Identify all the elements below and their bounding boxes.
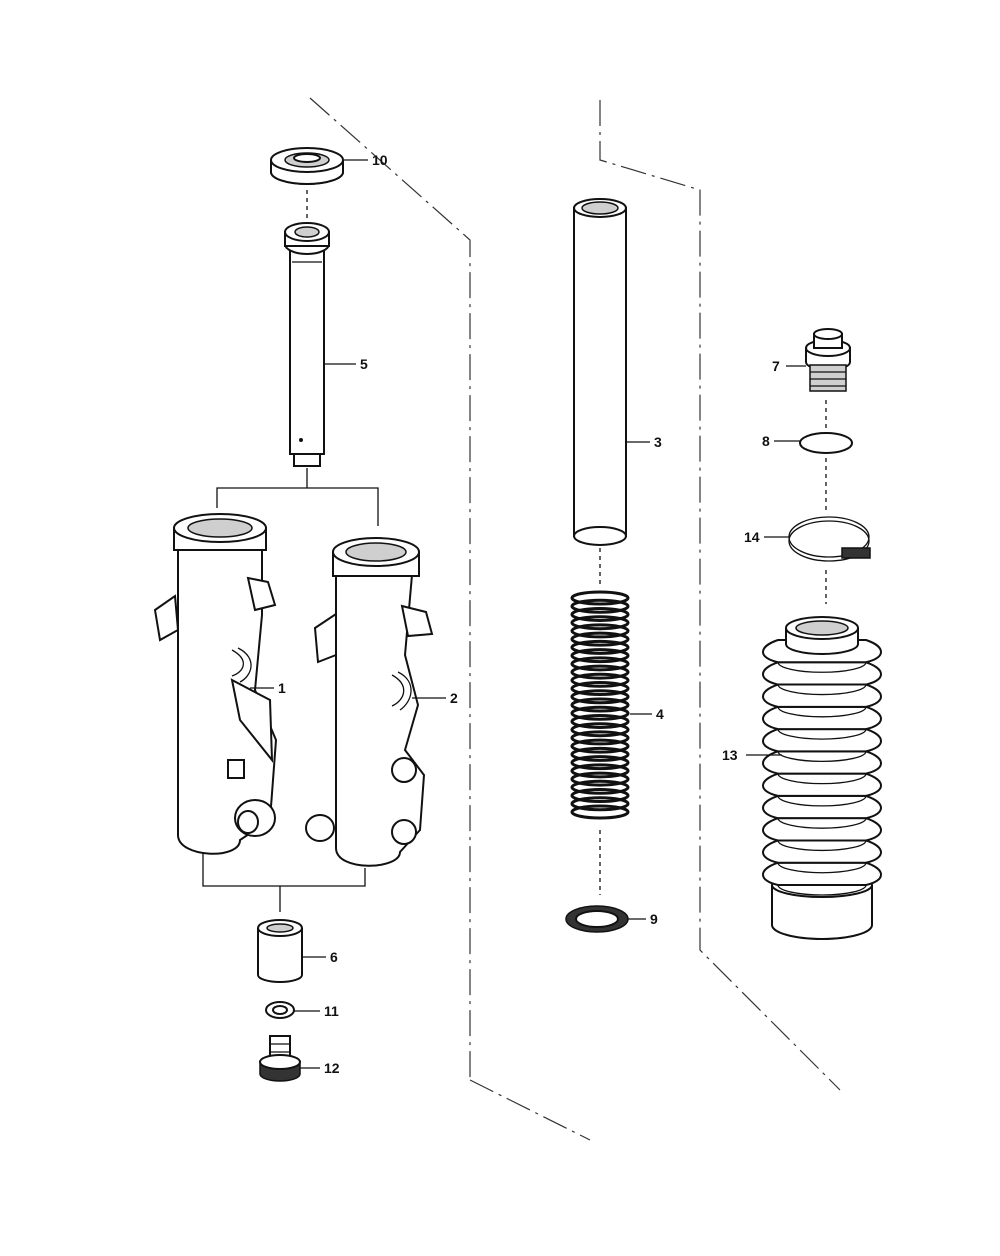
boot-pleat	[762, 750, 882, 775]
spring-coil	[570, 648, 630, 664]
boot-pleat	[762, 772, 882, 797]
part-4-fork-spring	[570, 590, 630, 820]
top-connector-bracket	[216, 468, 379, 526]
boot-pleat-edge	[777, 773, 867, 785]
spring-coil	[570, 681, 630, 697]
assembly-plane-middle	[469, 100, 841, 1141]
spring-coil	[570, 689, 630, 705]
spring-coil	[570, 763, 630, 779]
spring-coil	[570, 639, 630, 655]
callout-12: 12	[324, 1060, 340, 1076]
callout-labels: 10 5 3 7 8 14 1 2 4 13 9 6 11 12	[278, 152, 780, 1076]
part-2-right-fork-slider	[305, 537, 434, 867]
boot-pleat-edge	[777, 818, 867, 829]
boot-pleat-edge	[777, 706, 867, 718]
spring-coil	[570, 796, 630, 812]
spring-coil	[570, 804, 630, 820]
callout-6: 6	[330, 949, 338, 965]
part-6-bushing	[257, 919, 303, 983]
boot-pleat	[762, 683, 882, 708]
callout-1: 1	[278, 680, 286, 696]
callout-3: 3	[654, 434, 662, 450]
spring-coil	[570, 615, 630, 631]
spring-coil	[570, 664, 630, 680]
spring-coil	[570, 606, 630, 622]
callout-11: 11	[324, 1003, 339, 1019]
callout-2: 2	[450, 690, 458, 706]
boot-pleat-edge	[777, 862, 867, 874]
boot-mouth-inner	[795, 620, 849, 636]
spring-coil	[570, 598, 630, 614]
part-11-sealing-washer	[265, 1001, 295, 1019]
callout-10: 10	[372, 152, 388, 168]
spring-coil	[570, 590, 630, 606]
spring-coil	[570, 713, 630, 729]
part-13-dust-boot	[762, 616, 882, 940]
assembly-plane-left	[309, 97, 471, 1080]
spring-coil	[570, 746, 630, 762]
spring-coil	[570, 656, 630, 672]
part-8-o-ring	[799, 432, 853, 454]
spring-coil	[570, 623, 630, 639]
spring-coil	[570, 672, 630, 688]
boot-pleat-edge	[777, 840, 867, 852]
boot-pleat-edge	[777, 751, 867, 763]
bottom-connector-bracket	[202, 852, 366, 912]
spring-coil	[570, 779, 630, 795]
part-1-left-fork-slider	[153, 513, 278, 855]
part-5-damper-rod	[284, 222, 330, 467]
callout-13: 13	[722, 747, 738, 763]
part-3-fork-tube	[573, 198, 627, 546]
part-9-spring-washer	[565, 905, 629, 933]
callout-4: 4	[656, 706, 664, 722]
part-12-bolt	[259, 1035, 301, 1082]
part-7-fork-cap-bolt	[805, 328, 851, 392]
boot-pleat-edge	[777, 662, 867, 673]
spring-coil	[570, 755, 630, 771]
boot-pleat-edge	[777, 728, 867, 740]
boot-pleat-edge	[777, 795, 867, 807]
callout-7: 7	[772, 358, 780, 374]
callout-9: 9	[650, 911, 658, 927]
spring-coil	[570, 705, 630, 721]
boot-pleat-edge	[777, 684, 867, 696]
spring-coil	[570, 631, 630, 647]
part-14-hose-clamp	[788, 516, 871, 562]
boot-base	[771, 885, 873, 940]
spring-coil	[570, 738, 630, 754]
spring-coil	[570, 697, 630, 713]
leader-lines	[250, 159, 806, 1069]
spring-coil	[570, 730, 630, 746]
callout-8: 8	[762, 433, 770, 449]
boot-pleat	[762, 661, 882, 686]
boot-pleat-edge	[777, 884, 867, 896]
spring-coil	[570, 788, 630, 804]
callout-5: 5	[360, 356, 368, 372]
spring-coil	[570, 771, 630, 787]
callout-14: 14	[744, 529, 760, 545]
part-10-oil-seal	[270, 147, 344, 185]
boot-pleat	[762, 839, 882, 864]
spring-coil	[570, 722, 630, 738]
